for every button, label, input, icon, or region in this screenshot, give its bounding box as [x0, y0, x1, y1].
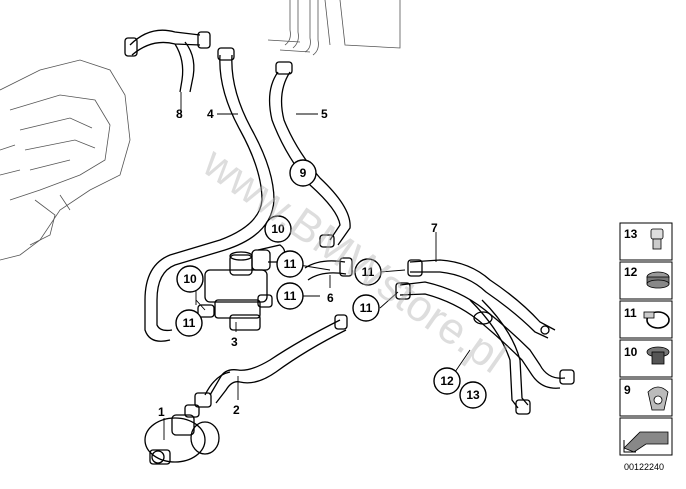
legend-num-13: 13 — [624, 227, 638, 241]
grommet-icon — [646, 271, 670, 289]
callout-3: 3 — [231, 335, 238, 349]
parts-legend-panel: 13 12 11 10 9 — [619, 222, 673, 472]
diagram-id: 00122240 — [624, 462, 664, 472]
hose-part-4 — [144, 47, 275, 342]
circled-11-valve-left: 11 — [183, 316, 196, 330]
callout-6: 6 — [327, 291, 334, 305]
legend-num-11: 11 — [624, 306, 637, 320]
pipe-part-7 — [395, 259, 575, 415]
holder-clip-icon — [647, 386, 669, 411]
circled-11-valve-top: 11 — [284, 257, 297, 271]
callout-8: 8 — [176, 107, 183, 121]
water-valve-part-3 — [197, 244, 286, 331]
circled-callouts: 9 10 10 11 11 11 11 11 12 13 — [175, 159, 487, 409]
circled-11-pipe-upper: 11 — [362, 265, 375, 279]
callout-4: 4 — [207, 107, 214, 121]
circled-10-upper: 10 — [271, 222, 285, 236]
legend-num-9: 9 — [624, 383, 631, 397]
hose-part-8 — [124, 29, 211, 93]
legend-num-12: 12 — [624, 265, 638, 279]
circled-11-valve-right: 11 — [284, 289, 297, 303]
callout-1: 1 — [158, 405, 165, 419]
hose-part-5 — [268, 61, 351, 248]
upper-pipes-illustration — [267, 0, 401, 56]
circled-10-left: 10 — [183, 272, 197, 286]
leader-lines — [163, 92, 471, 440]
water-pump-part-1 — [144, 404, 220, 465]
legend-num-10: 10 — [624, 345, 638, 359]
arrow-icon — [623, 431, 669, 453]
circled-13: 13 — [466, 388, 480, 402]
engine-block-illustration — [0, 59, 131, 261]
hose-part-2 — [194, 314, 348, 408]
circled-12: 12 — [440, 374, 454, 388]
cap-nut-icon — [650, 228, 664, 250]
callout-5: 5 — [321, 107, 328, 121]
circled-9: 9 — [300, 166, 307, 180]
rubber-mount-icon — [646, 346, 670, 365]
callout-2: 2 — [233, 403, 240, 417]
callout-7: 7 — [431, 221, 438, 235]
circled-11-pipe-lower: 11 — [360, 301, 373, 315]
hose-clamp-icon — [643, 311, 670, 329]
callout-numbers: 1 2 3 4 5 6 7 8 — [158, 107, 438, 419]
